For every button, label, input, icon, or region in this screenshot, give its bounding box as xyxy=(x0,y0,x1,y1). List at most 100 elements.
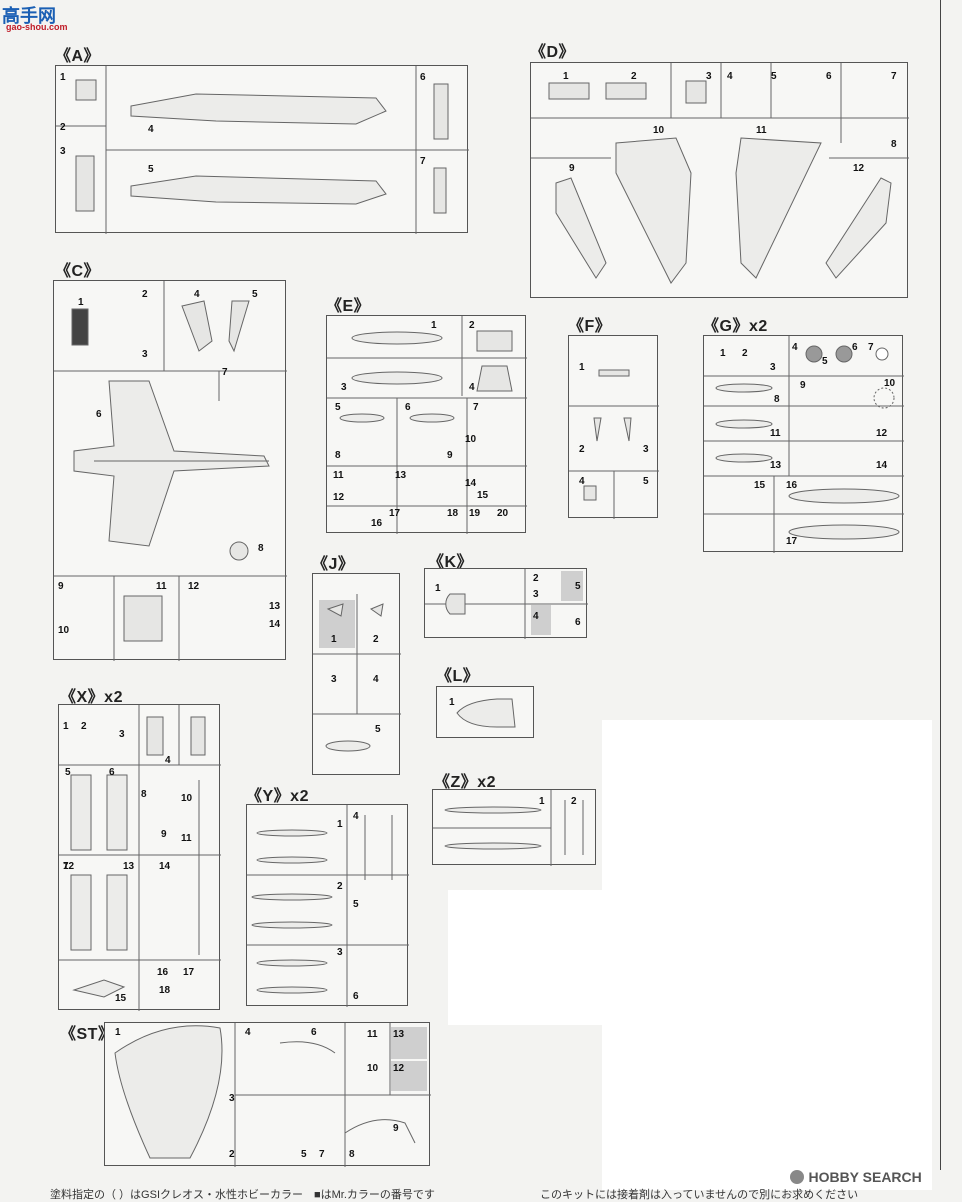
part-num: 5 xyxy=(353,899,359,910)
part-num: 5 xyxy=(65,767,71,778)
sprue-d-drawing xyxy=(531,63,909,284)
part-num: 20 xyxy=(497,508,509,519)
part-num: 11 xyxy=(756,125,767,136)
part-num: 3 xyxy=(60,146,66,157)
part-num: 18 xyxy=(447,508,459,519)
part-num: 11 xyxy=(333,470,344,481)
part-num: 2 xyxy=(81,721,87,732)
part-num: 4 xyxy=(792,342,798,353)
part-num: 7 xyxy=(222,367,228,378)
sprue-d: 1 2 3 4 5 6 7 8 9 10 11 12 xyxy=(530,62,909,298)
part-num: 3 xyxy=(331,674,337,685)
sprue-c-label: 《C》 xyxy=(55,263,101,280)
part-num: 4 xyxy=(469,382,475,393)
part-num: 7 xyxy=(473,402,479,413)
part-num: 2 xyxy=(229,1149,235,1160)
part-num: 12 xyxy=(63,861,75,872)
part-num: 3 xyxy=(119,729,125,740)
sprue-f-label: 《F》 xyxy=(568,318,612,335)
part-num: 12 xyxy=(333,492,345,503)
part-num: 9 xyxy=(161,829,167,840)
sprue-st: 1 2 3 4 5 6 7 8 9 10 11 12 13 xyxy=(104,1022,431,1167)
part-num: 6 xyxy=(852,342,858,353)
part-num: 3 xyxy=(533,589,539,600)
part-num: 6 xyxy=(96,409,102,420)
sprue-j-label: 《J》 xyxy=(312,556,355,573)
part-num: 11 xyxy=(770,428,781,439)
part-num: 15 xyxy=(477,490,489,501)
part-num: 1 xyxy=(449,697,455,708)
hobby-search-text: HOBBY SEARCH xyxy=(808,1168,922,1185)
sprue-y: 1 2 3 4 5 6 xyxy=(246,804,409,1007)
sprue-x: 1 2 3 4 5 6 7 8 9 10 11 12 13 14 15 16 1… xyxy=(58,704,221,1011)
sprue-y-drawing xyxy=(247,805,409,1007)
part-num: 15 xyxy=(754,480,766,491)
part-num: 12 xyxy=(393,1063,405,1074)
part-num: 10 xyxy=(884,378,896,389)
part-num: 6 xyxy=(311,1027,317,1038)
hobby-search-watermark: HOBBY SEARCH xyxy=(790,1168,922,1190)
part-num: 19 xyxy=(469,508,481,519)
part-num: 4 xyxy=(373,674,379,685)
page-border xyxy=(940,0,941,1170)
sprue-e: 1 2 3 4 5 6 7 8 9 10 11 12 13 14 15 16 1… xyxy=(326,315,527,534)
part-num: 3 xyxy=(337,947,343,958)
part-num: 10 xyxy=(367,1063,379,1074)
part-num: 13 xyxy=(393,1029,405,1040)
part-num: 3 xyxy=(643,444,649,455)
part-num: 1 xyxy=(435,583,441,594)
part-num: 16 xyxy=(786,480,798,491)
part-num: 1 xyxy=(720,348,726,359)
part-num: 1 xyxy=(115,1027,121,1038)
part-num: 6 xyxy=(353,991,359,1002)
part-num: 2 xyxy=(373,634,379,645)
part-num: 16 xyxy=(157,967,169,978)
part-num: 8 xyxy=(141,789,147,800)
part-num: 1 xyxy=(337,819,343,830)
part-num: 2 xyxy=(579,444,585,455)
part-num: 3 xyxy=(142,349,148,360)
part-num: 12 xyxy=(188,581,200,592)
watermark-logo-text: 高手网 xyxy=(2,6,56,26)
part-num: 2 xyxy=(742,348,748,359)
part-num: 9 xyxy=(569,163,575,174)
part-num: 7 xyxy=(420,156,426,167)
part-num: 5 xyxy=(643,476,649,487)
part-num: 17 xyxy=(183,967,195,978)
part-num: 12 xyxy=(853,163,865,174)
part-num: 7 xyxy=(868,342,874,353)
part-num: 10 xyxy=(181,793,193,804)
part-num: 13 xyxy=(269,601,281,612)
sprue-l-drawing xyxy=(456,698,516,728)
part-num: 6 xyxy=(826,71,832,82)
part-num: 2 xyxy=(142,289,148,300)
sprue-g-drawing xyxy=(704,336,904,553)
part-num: 2 xyxy=(60,122,66,133)
part-num: 11 xyxy=(181,833,192,844)
part-num: 5 xyxy=(575,581,581,592)
watermark-url: gao-shou.com xyxy=(6,22,68,32)
part-num: 8 xyxy=(349,1149,355,1160)
sprue-st-label: 《ST》 xyxy=(60,1026,115,1043)
part-num: 4 xyxy=(194,289,200,300)
part-num: 5 xyxy=(771,71,777,82)
part-num: 4 xyxy=(165,755,171,766)
part-num: 1 xyxy=(431,320,437,331)
part-num: 4 xyxy=(245,1027,251,1038)
part-num: 18 xyxy=(159,985,171,996)
part-num: 7 xyxy=(63,861,69,872)
sprue-d-label: 《D》 xyxy=(530,44,576,61)
footer-right: このキットには接着剤は入っていませんので別にお求めください xyxy=(540,1189,859,1201)
part-num: 1 xyxy=(60,72,66,83)
sprue-l-label: 《L》 xyxy=(436,668,480,685)
part-num: 5 xyxy=(301,1149,307,1160)
watermark-logo: 高手网 gao-shou.com xyxy=(2,2,72,34)
part-num: 5 xyxy=(335,402,341,413)
blank-area xyxy=(602,720,932,1190)
part-num: 5 xyxy=(252,289,258,300)
part-num: 4 xyxy=(353,811,359,822)
sprue-e-drawing xyxy=(327,316,527,534)
sprue-k-drawing xyxy=(425,569,588,639)
part-num: 2 xyxy=(533,573,539,584)
part-num: 16 xyxy=(371,518,383,529)
